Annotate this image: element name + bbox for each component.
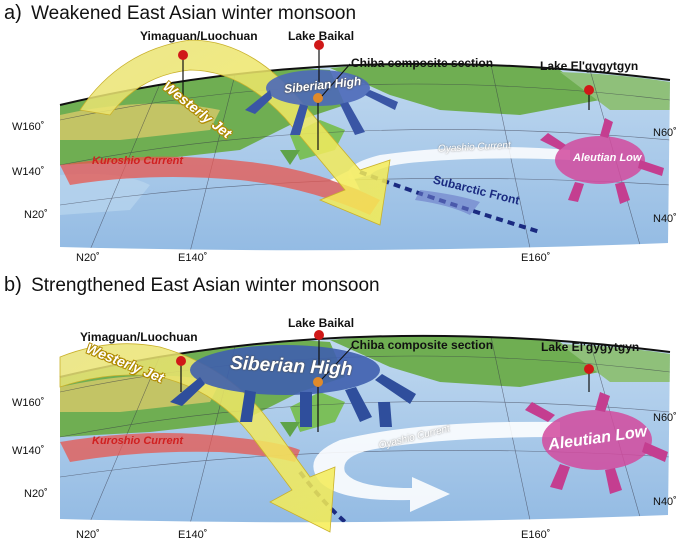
map-graphic-b xyxy=(59,330,671,533)
label-elgygytgyn: Lake El'gygytgyn xyxy=(541,340,640,354)
label-elgygytgyn: Lake El'gygytgyn xyxy=(540,59,639,73)
coord-n60: N60˚ xyxy=(653,127,677,139)
panel-title-b: b) Strengthened East Asian winter monsoo… xyxy=(4,274,380,297)
coord-n20-left: N20˚ xyxy=(24,488,48,500)
panel-letter: a) xyxy=(4,2,22,24)
panel-letter: b) xyxy=(4,274,22,296)
coord-n20-bottom: N20˚ xyxy=(76,529,100,541)
label-kuroshio: Kuroshio Current xyxy=(92,435,184,447)
coord-n40: N40˚ xyxy=(653,496,677,508)
siberian-high-shape-b xyxy=(170,345,416,427)
panel-weakened: a) Weakened East Asian winter monsoon Yi… xyxy=(0,0,685,270)
coord-w160: W160˚ xyxy=(12,121,45,133)
coord-n60: N60˚ xyxy=(653,412,677,424)
aleutian-low-shape-b xyxy=(525,392,668,494)
kuroshio-current-b xyxy=(60,433,300,462)
coord-w140: W140˚ xyxy=(12,445,45,457)
coord-e160: E160˚ xyxy=(521,529,551,541)
pin-baikal-b xyxy=(314,330,324,367)
label-lake-baikal: Lake Baikal xyxy=(288,29,355,43)
panel-title-a: a) Weakened East Asian winter monsoon xyxy=(4,2,356,25)
coord-n20-bottom: N20˚ xyxy=(76,252,100,264)
pin-baikal-a xyxy=(314,40,324,82)
coord-w140: W140˚ xyxy=(12,166,45,178)
pin-yimaguan-b xyxy=(176,356,186,392)
coord-e140: E140˚ xyxy=(178,529,208,541)
land-siberia-b xyxy=(330,335,600,387)
aleutian-low-shape-a xyxy=(540,118,664,204)
pin-chiba-b xyxy=(313,377,323,432)
coord-n20-left: N20˚ xyxy=(24,209,48,221)
kuroshio-current-a xyxy=(60,156,380,215)
pin-elgygytgyn-b xyxy=(584,364,594,392)
oyashio-current-b xyxy=(313,421,560,512)
map-graphic-a xyxy=(59,39,671,251)
pin-yimaguan-a xyxy=(178,50,188,103)
label-yimaguan: Yimaguan/Luochuan xyxy=(80,330,198,344)
coord-n40: N40˚ xyxy=(653,213,677,225)
oyashio-current-a xyxy=(348,146,570,180)
label-kuroshio: Kuroshio Current xyxy=(92,155,184,167)
panel-heading: Strengthened East Asian winter monsoon xyxy=(31,275,380,296)
label-aleutian-low: Aleutian Low xyxy=(573,152,642,164)
coord-e160: E160˚ xyxy=(521,252,551,264)
land-siberia-a xyxy=(330,63,600,115)
siberian-high-shape-a xyxy=(245,70,398,135)
pin-chiba-a xyxy=(313,93,323,150)
coord-w160: W160˚ xyxy=(12,397,45,409)
label-chiba: Chiba composite section xyxy=(351,56,494,70)
panel-heading: Weakened East Asian winter monsoon xyxy=(31,3,357,24)
panel-strengthened: b) Strengthened East Asian winter monsoo… xyxy=(0,272,685,542)
coord-e140: E140˚ xyxy=(178,252,208,264)
label-chiba: Chiba composite section xyxy=(351,338,494,352)
westerly-jet-arrow-a xyxy=(79,39,391,226)
label-lake-baikal: Lake Baikal xyxy=(288,316,355,330)
label-yimaguan: Yimaguan/Luochuan xyxy=(140,29,258,43)
pin-elgygytgyn-a xyxy=(584,85,594,110)
